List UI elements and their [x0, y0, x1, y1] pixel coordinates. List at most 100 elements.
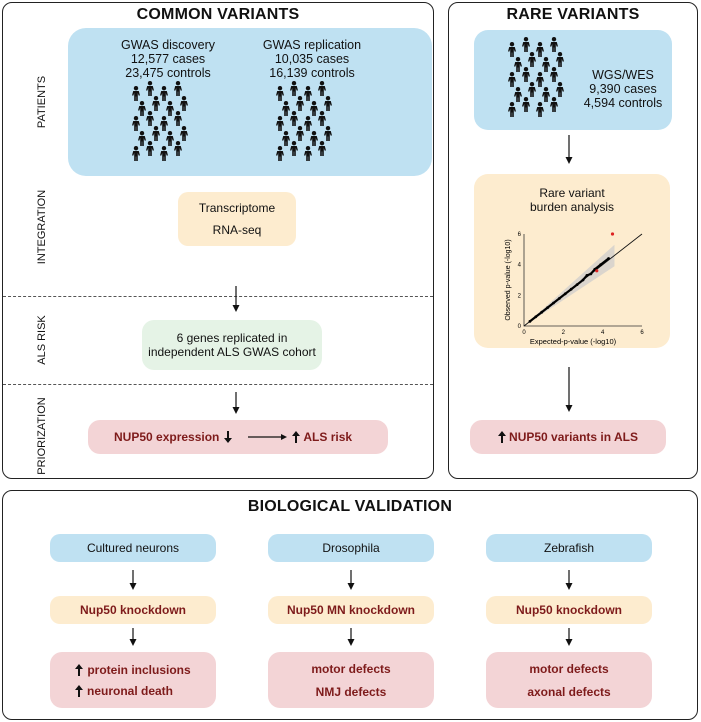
data-point: [558, 297, 561, 300]
arrow-up-icon: [75, 663, 84, 676]
arrow-down-icon: [224, 431, 233, 443]
y-axis-label: Observed p-value (-log10): [505, 239, 512, 320]
intervention-label-neurons: Nup50 knockdown: [79, 603, 186, 617]
arrow-head-icon: [129, 583, 137, 590]
outcome-row-1: protein inclusions: [75, 662, 191, 677]
data-point: [581, 278, 585, 282]
rare-variants-title: RARE VARIANTS: [506, 6, 640, 23]
arrow-head-icon: [129, 639, 137, 646]
arrow-head-icon: [565, 405, 573, 412]
highlight-point: [595, 269, 599, 273]
arrow-head-icon: [347, 583, 355, 590]
model-label-zebrafish: Zebrafish: [543, 541, 595, 555]
outcome-label-zebrafish-2: axonal defects: [527, 684, 611, 699]
data-point: [546, 306, 549, 309]
arrow-right-icon: [248, 434, 288, 440]
nup50-variants-label: NUP50 variants in ALS: [509, 430, 638, 444]
nup50-variants-box: NUP50 variants in ALS: [470, 420, 666, 454]
arrow-up-icon: [498, 431, 507, 443]
patients-box: [68, 28, 432, 176]
rnaseq-label: RNA-seq: [212, 223, 262, 237]
genes-box: 6 genes replicated in independent ALS GW…: [142, 320, 322, 370]
arrow-head-icon: [232, 407, 240, 414]
data-point: [589, 272, 593, 276]
burden-line2: burden analysis: [529, 200, 615, 214]
y-tick-label: 6: [518, 232, 522, 238]
arrow-up-icon: [74, 684, 83, 697]
nup50-expression-label: NUP50 expression: [114, 430, 220, 444]
data-point: [552, 301, 555, 305]
data-point: [540, 310, 544, 314]
y-tick-label: 2: [518, 293, 522, 299]
divider-2: [3, 384, 433, 385]
transcriptome-label: Transcriptome: [198, 201, 276, 215]
y-tick-label: 4: [518, 263, 522, 269]
x-axis-label: Expected-p-value (-log10): [530, 337, 617, 346]
rare-cohort-box: [474, 30, 672, 130]
x-tick-label: 4: [601, 330, 605, 336]
common-variants-title: COMMON VARIANTS: [136, 6, 300, 23]
nup50-expression-box: NUP50 expression ALS risk: [88, 420, 388, 454]
y-tick-label: 0: [518, 324, 522, 330]
genes-line1: 6 genes replicated in: [176, 331, 288, 345]
divider-1: [3, 296, 433, 297]
intervention-box-neurons: Nup50 knockdown: [50, 596, 216, 624]
gwas-replication: GWAS replication 10,035 cases 16,139 con…: [252, 38, 372, 80]
data-point: [607, 257, 610, 260]
arrow-up-icon: [292, 431, 301, 443]
data-point: [575, 283, 579, 286]
outcome-label-drosophila-2: NMJ defects: [315, 684, 387, 699]
model-box-drosophila: Drosophila: [268, 534, 434, 562]
intervention-box-zebrafish: Nup50 knockdown: [486, 596, 652, 624]
gwas-discovery: GWAS discovery 12,577 cases 23,475 contr…: [108, 38, 228, 80]
rare-cohort-text: WGS/WES 9,390 cases 4,594 controls: [578, 68, 668, 110]
gwas-discovery-title: GWAS discovery: [120, 38, 215, 52]
rare-cohort-controls: 4,594 controls: [583, 96, 663, 110]
gwas-replication-cases: 10,035 cases: [274, 52, 350, 66]
genes-line2: independent ALS GWAS cohort: [148, 345, 316, 359]
model-label-drosophila: Drosophila: [322, 541, 380, 555]
data-point: [534, 315, 538, 319]
gwas-discovery-cases: 12,577 cases: [130, 52, 206, 66]
arrow-head-icon: [347, 639, 355, 646]
outcome-box-drosophila: motor defects NMJ defects: [268, 652, 434, 708]
x-tick-label: 0: [522, 330, 526, 336]
outcome-row-2: neuronal death: [74, 683, 173, 698]
arrow-head-icon: [565, 639, 573, 646]
rare-cohort-title: WGS/WES: [592, 68, 654, 82]
arrow-head-icon: [565, 583, 573, 590]
rare-cohort-cases: 9,390 cases: [589, 82, 657, 96]
data-point: [528, 320, 532, 323]
data-point: [585, 274, 589, 277]
arrow-head-icon: [565, 157, 573, 164]
outcome-label-drosophila-1: motor defects: [311, 661, 391, 676]
model-box-neurons: Cultured neurons: [50, 534, 216, 562]
data-point: [599, 263, 603, 267]
gwas-discovery-controls: 23,475 controls: [125, 66, 211, 80]
model-label-neurons: Cultured neurons: [86, 541, 180, 555]
outcome-label-zebrafish-1: motor defects: [529, 661, 609, 676]
model-box-zebrafish: Zebrafish: [486, 534, 652, 562]
burden-box: Rare variant burden analysis: [474, 174, 670, 348]
intervention-box-drosophila: Nup50 MN knockdown: [268, 596, 434, 624]
x-tick-label: 6: [640, 330, 644, 336]
gwas-replication-controls: 16,139 controls: [269, 66, 355, 80]
outcome-label-neurons-2: neuronal death: [86, 683, 173, 698]
outcome-box-neurons: protein inclusions neuronal death: [50, 652, 216, 708]
x-tick-label: 2: [562, 330, 566, 336]
intervention-label-drosophila: Nup50 MN knockdown: [286, 603, 415, 617]
highlight-point: [610, 232, 615, 236]
intervention-label-zebrafish: Nup50 knockdown: [515, 603, 622, 617]
outcome-box-zebrafish: motor defects axonal defects: [486, 652, 652, 708]
validation-title: BIOLOGICAL VALIDATION: [247, 498, 453, 515]
data-point: [563, 292, 567, 296]
transcriptome-box: Transcriptome RNA-seq: [178, 192, 296, 246]
burden-line1: Rare variant: [539, 186, 605, 200]
arrow-head-icon: [232, 305, 240, 312]
data-point: [569, 287, 573, 291]
outcome-label-neurons-1: protein inclusions: [87, 662, 191, 677]
als-risk-label: ALS risk: [303, 430, 353, 444]
gwas-replication-title: GWAS replication: [262, 38, 362, 52]
